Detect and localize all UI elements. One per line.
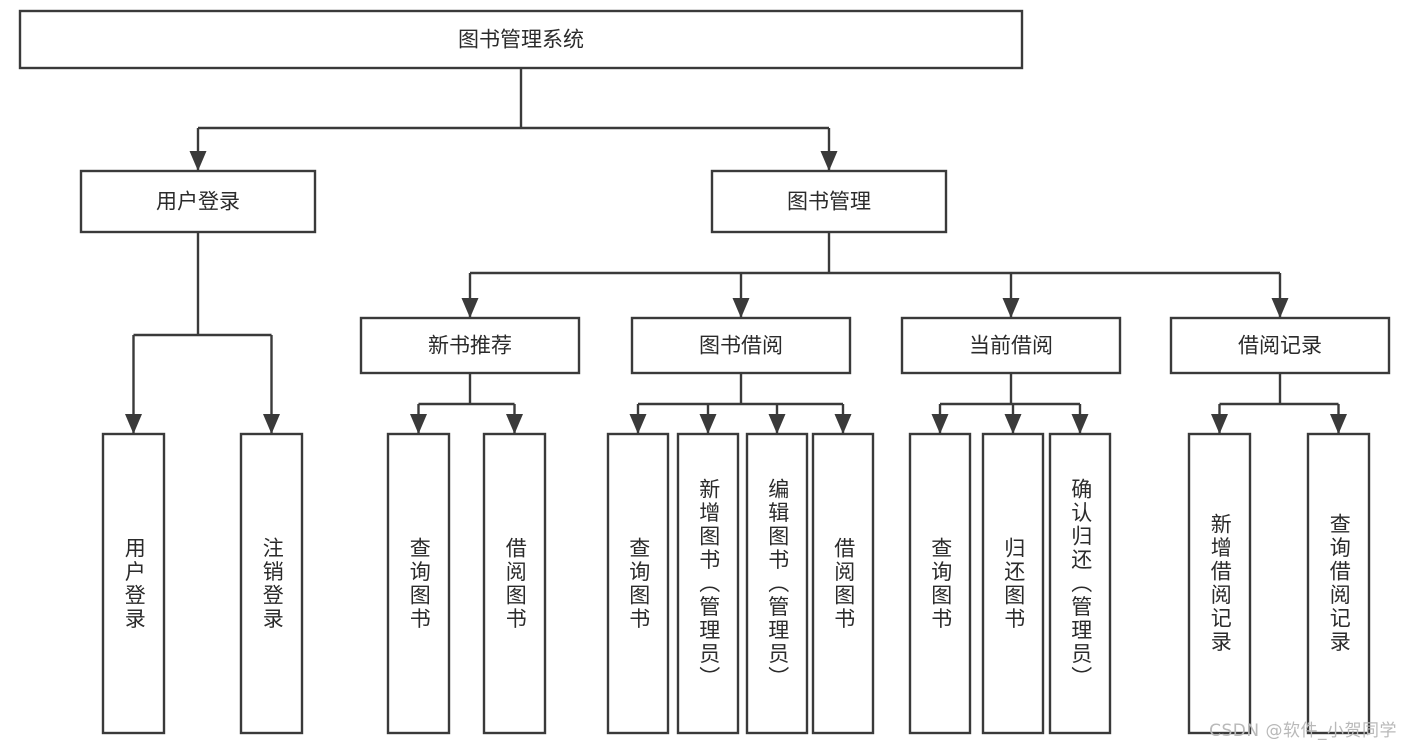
arrow-head-book-borrow — [732, 298, 750, 318]
box-layer — [18, 9, 1391, 735]
node-box-leaf-return-book[interactable] — [981, 432, 1045, 735]
arrow-head-leaf-user-login — [125, 414, 142, 434]
node-box-leaf-confirm-return-admin[interactable] — [1048, 432, 1112, 735]
arrow-head-leaf-query-book-recommend — [410, 414, 427, 434]
node-label-book-manage: 图书管理 — [787, 190, 871, 214]
node-box-leaf-borrow-book-recommend[interactable] — [482, 432, 547, 735]
arrow-head-leaf-query-book-borrow — [629, 414, 647, 434]
arrow-head-new-book-recommend — [461, 298, 479, 318]
node-label-current-borrow: 当前借阅 — [969, 334, 1053, 358]
node-label-user-login: 用户登录 — [156, 190, 240, 214]
node-box-leaf-user-login[interactable] — [101, 432, 166, 735]
node-box-leaf-borrow-book[interactable] — [811, 432, 875, 735]
arrow-head-leaf-query-book-current — [931, 414, 949, 434]
node-box-root[interactable] — [18, 9, 1024, 70]
node-box-leaf-query-book-borrow[interactable] — [606, 432, 670, 735]
arrow-head-leaf-query-borrow-record — [1330, 414, 1347, 434]
node-box-current-borrow[interactable] — [900, 316, 1122, 375]
node-box-leaf-edit-book-admin[interactable] — [745, 432, 809, 735]
arrow-head-leaf-add-book-admin — [699, 414, 717, 434]
arrow-head-leaf-confirm-return-admin — [1071, 414, 1089, 434]
node-box-leaf-user-logout[interactable] — [239, 432, 304, 735]
node-label-root: 图书管理系统 — [458, 28, 584, 52]
arrow-head-leaf-edit-book-admin — [768, 414, 786, 434]
node-box-book-manage[interactable] — [710, 169, 948, 234]
node-box-book-borrow[interactable] — [630, 316, 852, 375]
node-box-new-book-recommend[interactable] — [359, 316, 581, 375]
arrow-head-book-manage — [820, 151, 838, 171]
node-box-leaf-add-book-admin[interactable] — [676, 432, 740, 735]
arrow-head-leaf-borrow-book-recommend — [506, 414, 523, 434]
connector-layer — [125, 68, 1347, 434]
node-box-borrow-record[interactable] — [1169, 316, 1391, 375]
node-box-leaf-query-book-current[interactable] — [908, 432, 972, 735]
arrow-head-current-borrow — [1002, 298, 1020, 318]
arrow-head-leaf-borrow-book — [834, 414, 852, 434]
arrow-head-user-login — [189, 151, 207, 171]
node-box-leaf-add-borrow-record[interactable] — [1187, 432, 1252, 735]
node-label-new-book-recommend: 新书推荐 — [428, 334, 512, 358]
arrow-head-leaf-user-logout — [263, 414, 280, 434]
node-box-leaf-query-borrow-record[interactable] — [1306, 432, 1371, 735]
watermark-text: CSDN @软件_小贺同学 — [1209, 721, 1397, 741]
arrow-head-leaf-return-book — [1004, 414, 1022, 434]
arrow-head-leaf-add-borrow-record — [1211, 414, 1228, 434]
node-label-book-borrow: 图书借阅 — [699, 334, 783, 358]
node-label-borrow-record: 借阅记录 — [1238, 334, 1322, 358]
node-box-leaf-query-book-recommend[interactable] — [386, 432, 451, 735]
arrow-head-borrow-record — [1271, 298, 1289, 318]
node-box-user-login[interactable] — [79, 169, 317, 234]
